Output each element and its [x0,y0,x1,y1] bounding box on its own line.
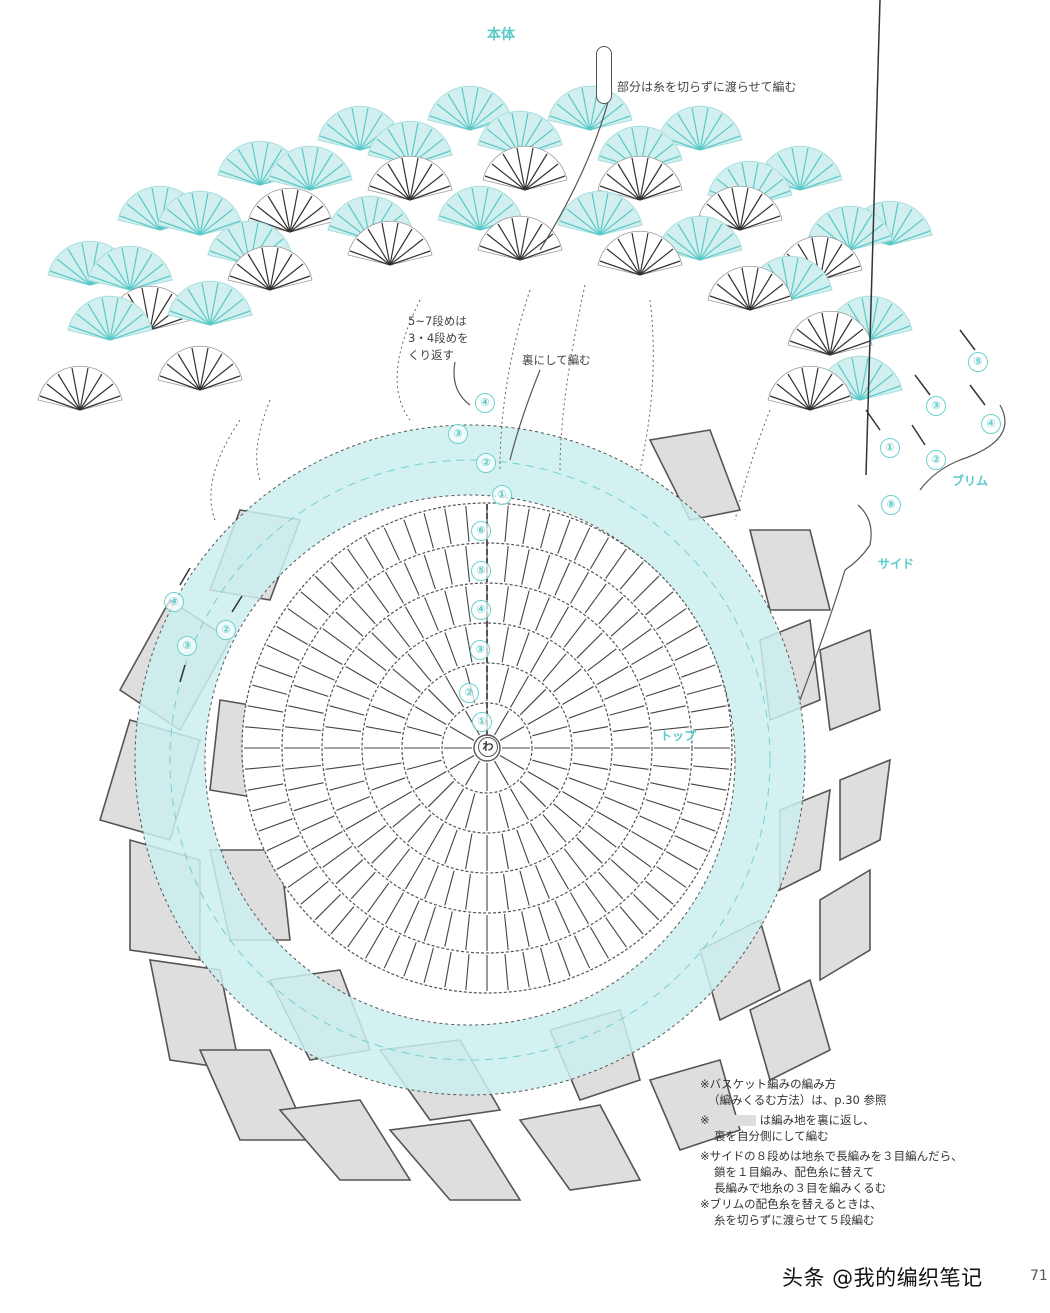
side-row-3: ③ [448,424,468,444]
side-label: サイド [878,557,915,571]
left-row-3: ③ [177,636,197,656]
page-number: 71 [1030,1268,1048,1284]
reverse-side-note: 裏にして編む [522,353,591,367]
note-basket-2: （編みくるむ方法）は、p.30 参照 [708,1093,887,1107]
brim-row-1: ① [880,438,900,458]
top-row-3: ③ [470,640,490,660]
gray-swatch [713,1115,756,1126]
note-side-1: ※サイドの８段めは地糸で長編みを３目編んだら、 [700,1149,963,1163]
note-basket-1: ※バスケット編みの編み方 [700,1077,837,1091]
note-reverse: ※ は編み地を裏に返し、 [700,1112,963,1128]
repeat-rows-note: 5~7段めは 3・4段めを くり返す [408,314,469,362]
leader-lines [453,94,1006,701]
brim-row-3: ③ [926,396,946,416]
carry-yarn-note: 部分は糸を切らずに渡らせて編む [617,80,797,94]
note-side-3: 長編みで地糸の３目を編みくるむ [714,1181,887,1195]
note-side-2: 鎖を１目編み、配色糸に替えて [714,1165,875,1179]
magic-ring: わ [478,737,498,757]
bracket-symbol [596,46,612,104]
side-row-1: ① [492,485,512,505]
row-arrows [179,0,986,683]
side-row-4: ④ [475,393,495,413]
watermark: 头条 @我的编织笔记 [782,1266,983,1290]
left-row-4: ④ [164,592,184,612]
brim-fans [37,85,933,411]
top-row-2: ② [459,683,479,703]
note-mark: ※ [700,1113,710,1127]
side-lattice [99,424,891,1201]
left-row-2: ② [216,620,236,640]
guide-lines [210,284,771,521]
instruction-notes: ※バスケット編みの編み方 （編みくるむ方法）は、p.30 参照 ※ は編み地を裏に… [700,1076,963,1228]
side-row-2: ② [476,453,496,473]
brim-row-4: ④ [981,414,1001,434]
top-row-4: ④ [471,600,491,620]
side-row-8: ⑧ [881,495,901,515]
brim-row-5: ⑤ [968,352,988,372]
top-label: トップ [660,729,697,743]
brim-row-2: ② [926,450,946,470]
brim-label: ブリム [952,474,989,488]
note-reverse-1: は編み地を裏に返し、 [759,1113,875,1127]
top-row-6: ⑥ [471,521,491,541]
diagram-title: 本体 [487,27,515,43]
top-row-5: ⑤ [471,561,491,581]
note-brim-1: ※ブリムの配色糸を替えるときは、 [700,1197,882,1211]
top-row-1: ① [472,712,492,732]
note-brim-2: 糸を切らずに渡らせて５段編む [714,1213,875,1227]
note-reverse-2: 裏を自分側にして編む [714,1129,829,1143]
